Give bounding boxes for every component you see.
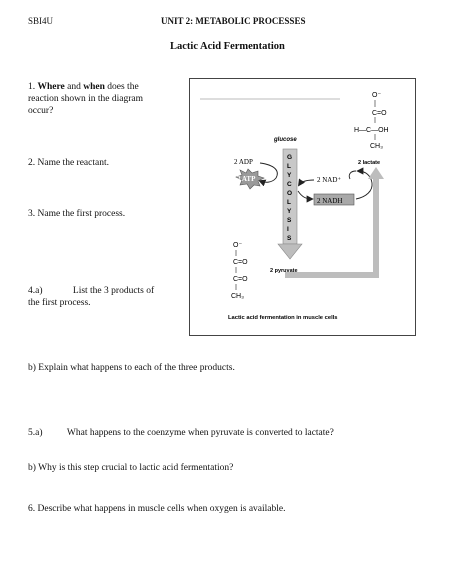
q1-where: Where [37,82,65,92]
q1-rest: does the [107,82,139,92]
question-5b: b) Why is this step crucial to lactic ac… [28,463,234,473]
glycolysis-letter: L [287,199,291,206]
question-2: 2. Name the reactant. [28,158,109,168]
course-code: SBI4U [28,16,54,26]
q4a-text: List the 3 products of [72,286,155,296]
q1-line3: occur? [28,106,54,116]
glycolysis-letter: S [287,235,292,242]
pyruvate-struct-o: O⁻ [233,242,242,249]
nadh-to-lactate-arrow [355,167,373,200]
glycolysis-arrow-head [277,243,303,260]
lactate-struct-hcoh: H—C—OH [354,127,389,134]
glycolysis-to-nadh-arrow [297,190,314,203]
lactate-struct-ch3: CH₃ [370,143,383,150]
nad-cycle-return-arrow [348,170,357,180]
lactate-struct-co: C=O [372,110,387,117]
q1-when: when [83,82,105,92]
lactate-struct-o: O⁻ [372,92,381,99]
lactate-label: 2 lactate [358,160,380,166]
q1-line2: reaction shown in the diagram [28,94,144,104]
question-4a: 4.a) List the 3 products of the first pr… [28,285,154,309]
glycolysis-letter: S [287,217,292,224]
glycolysis-letter: I [287,226,289,233]
pyruvate-struct-co2: C=O [233,276,248,283]
glycolysis-letter: L [287,163,291,170]
q5a-text: What happens to the coenzyme when pyruva… [66,428,334,438]
question-4b: b) Explain what happens to each of the t… [28,363,235,373]
pyruvate-to-lactate-arrow [285,177,379,278]
question-1: 1. Where and when does the reaction show… [28,81,143,117]
question-6: 6. Describe what happens in muscle cells… [28,504,286,514]
pyruvate-struct-ch3: CH₃ [231,293,244,300]
q4a-number: 4.a) [28,286,43,296]
unit-title: UNIT 2: METABOLIC PROCESSES [161,16,306,26]
q1-number: 1. [28,82,36,92]
adp-to-atp-arrow [258,162,278,187]
page-title: Lactic Acid Fermentation [170,41,285,52]
diagram-caption: Lactic acid fermentation in muscle cells [228,315,338,321]
pyruvate-label: 2 pyruvate [270,268,298,274]
adp-label: 2 ADP [234,158,253,166]
atp-starburst [235,168,265,190]
glycolysis-letter: G [287,154,292,161]
nadh-box [313,193,355,206]
atp-label: 2 ATP [237,175,256,183]
glycolysis-letter: O [287,190,292,197]
nad-to-glycolysis-arrow [298,178,315,187]
nadh-label: 2 NADH [317,197,342,205]
pyruvate-to-lactate-head [368,167,384,179]
glycolysis-letter: Y [287,208,292,215]
question-3: 3. Name the first process. [28,209,126,219]
glucose-label: glucose [273,137,297,143]
pyruvate-struct-co1: C=O [233,259,248,266]
q5a-number: 5.a) [28,428,43,438]
lactate-structure: O⁻ C=O H—C—OH CH₃ [354,92,389,150]
question-5a: 5.a) What happens to the coenzyme when p… [28,427,334,439]
nad-label: 2 NAD⁺ [317,176,341,184]
q4a-line2: the first process. [28,298,91,308]
glycolysis-letter: Y [287,172,292,179]
glycolysis-letter: C [287,181,292,188]
pyruvate-structure: O⁻ C=O C=O CH₃ [231,242,248,300]
q1-and: and [67,82,81,92]
